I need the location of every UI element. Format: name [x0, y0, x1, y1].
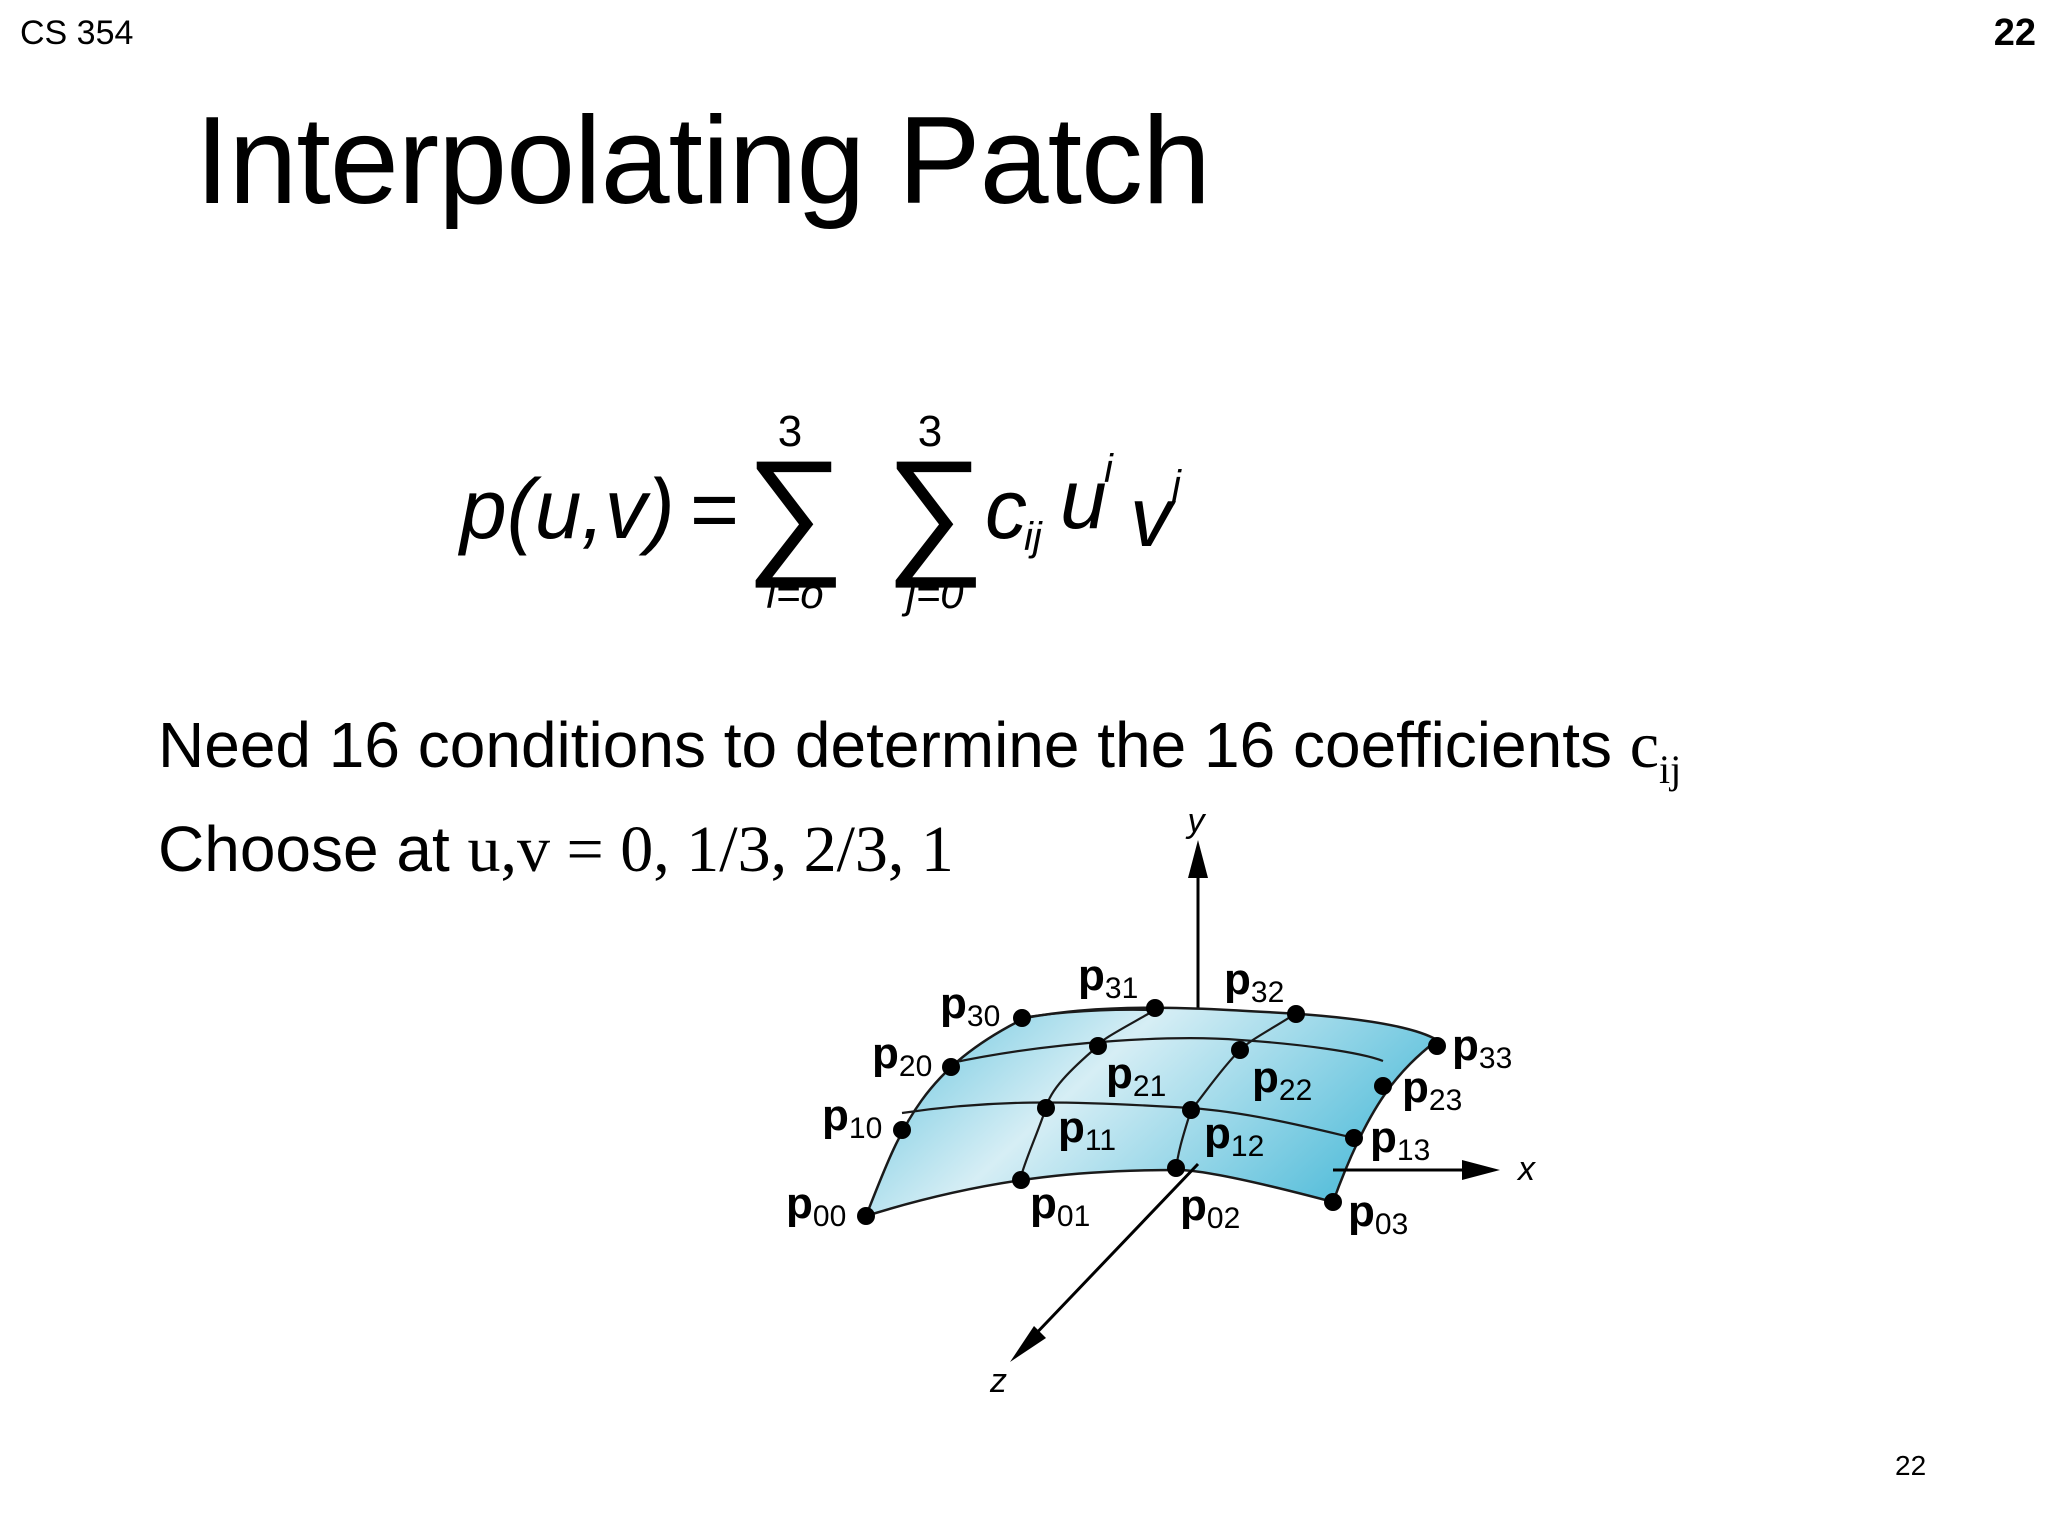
control-point-label-p32: p32 — [1224, 955, 1284, 1009]
sum2-sigma: ∑ — [885, 431, 985, 588]
conditions-text-coef: c — [1629, 709, 1660, 782]
sum1-lower: i=o — [766, 570, 823, 617]
control-point-p00 — [857, 1207, 875, 1225]
control-point-p12 — [1182, 1101, 1200, 1119]
conditions-text-sans: Need 16 conditions to determine the 16 c… — [158, 709, 1630, 781]
control-point-label-p03: p03 — [1348, 1187, 1408, 1241]
control-point-p32 — [1287, 1005, 1305, 1023]
y-axis-arrow — [1188, 840, 1208, 878]
control-point-label-p23: p23 — [1402, 1063, 1462, 1117]
course-label: CS 354 — [20, 14, 134, 52]
x-axis-arrow — [1462, 1160, 1500, 1180]
page-number: 22 — [1895, 1450, 1927, 1481]
control-points: p00 p01 p02 p03 p10 p11 p12 p13 p20 p21 p22 p23 p30 p… — [786, 951, 1512, 1241]
choose-text-sans: Choose at — [158, 813, 468, 885]
slide-title: Interpolating Patch — [195, 92, 1211, 230]
control-point-p22 — [1231, 1041, 1249, 1059]
control-point-p33 — [1428, 1037, 1446, 1055]
control-point-p11 — [1037, 1099, 1055, 1117]
control-point-label-p20: p20 — [872, 1029, 932, 1083]
control-point-label-p13: p13 — [1370, 1113, 1430, 1167]
control-point-p10 — [893, 1121, 911, 1139]
control-point-label-p12: p12 — [1204, 1109, 1264, 1163]
control-point-label-p02: p02 — [1180, 1181, 1240, 1235]
control-point-p20 — [942, 1058, 960, 1076]
grid-col-1 — [1018, 1009, 1156, 1181]
formula-v: v — [1130, 470, 1177, 564]
z-axis — [1026, 1162, 1200, 1344]
control-point-label-p31: p31 — [1078, 951, 1138, 1005]
control-point-p30 — [1013, 1009, 1031, 1027]
sum2-upper: 3 — [918, 407, 942, 456]
formula-lhs: p(u,v) — [457, 462, 675, 556]
conditions-text: Need 16 conditions to determine the 16 c… — [158, 708, 1681, 793]
grid-row-2 — [950, 1037, 1384, 1065]
control-point-label-p11: p11 — [1058, 1103, 1116, 1157]
x-axis-label: x — [1516, 1150, 1536, 1188]
choose-text: Choose at u,v = 0, 1/3, 2/3, 1 — [158, 812, 954, 888]
control-point-label-p21: p21 — [1106, 1049, 1166, 1103]
formula-equals: = — [690, 462, 739, 556]
sum1-upper: 3 — [778, 407, 802, 456]
control-point-label-p30: p30 — [940, 979, 1000, 1033]
formula-coef-sub: ij — [1024, 515, 1043, 559]
control-point-label-p00: p00 — [786, 1179, 846, 1233]
control-point-p13 — [1345, 1129, 1363, 1147]
control-point-p03 — [1324, 1193, 1342, 1211]
sum1-sigma: ∑ — [745, 431, 845, 588]
choose-text-values: u,v = 0, 1/3, 2/3, 1 — [467, 813, 954, 886]
control-point-label-p22: p22 — [1252, 1053, 1312, 1107]
y-axis-label: y — [1186, 802, 1207, 840]
control-point-label-p33: p33 — [1452, 1021, 1512, 1075]
control-point-label-p01: p01 — [1030, 1179, 1090, 1233]
sum2-lower: j=0 — [901, 570, 964, 617]
grid-row-1 — [901, 1101, 1355, 1140]
formula-coef: c — [985, 462, 1027, 556]
control-point-p01 — [1012, 1171, 1030, 1189]
formula-u: u — [1060, 452, 1107, 546]
slide-number-top: 22 — [1993, 12, 2036, 54]
z-axis-label: z — [989, 1362, 1007, 1400]
conditions-text-coef-sub: ij — [1659, 747, 1682, 792]
control-point-p02 — [1167, 1159, 1185, 1177]
z-axis-arrow — [1010, 1326, 1046, 1362]
grid-col-2 — [1174, 1013, 1296, 1171]
control-point-p31 — [1146, 999, 1164, 1017]
control-point-p21 — [1089, 1037, 1107, 1055]
control-point-p23 — [1374, 1077, 1392, 1095]
control-point-label-p10: p10 — [822, 1091, 882, 1145]
formula-u-sup: i — [1104, 447, 1114, 491]
